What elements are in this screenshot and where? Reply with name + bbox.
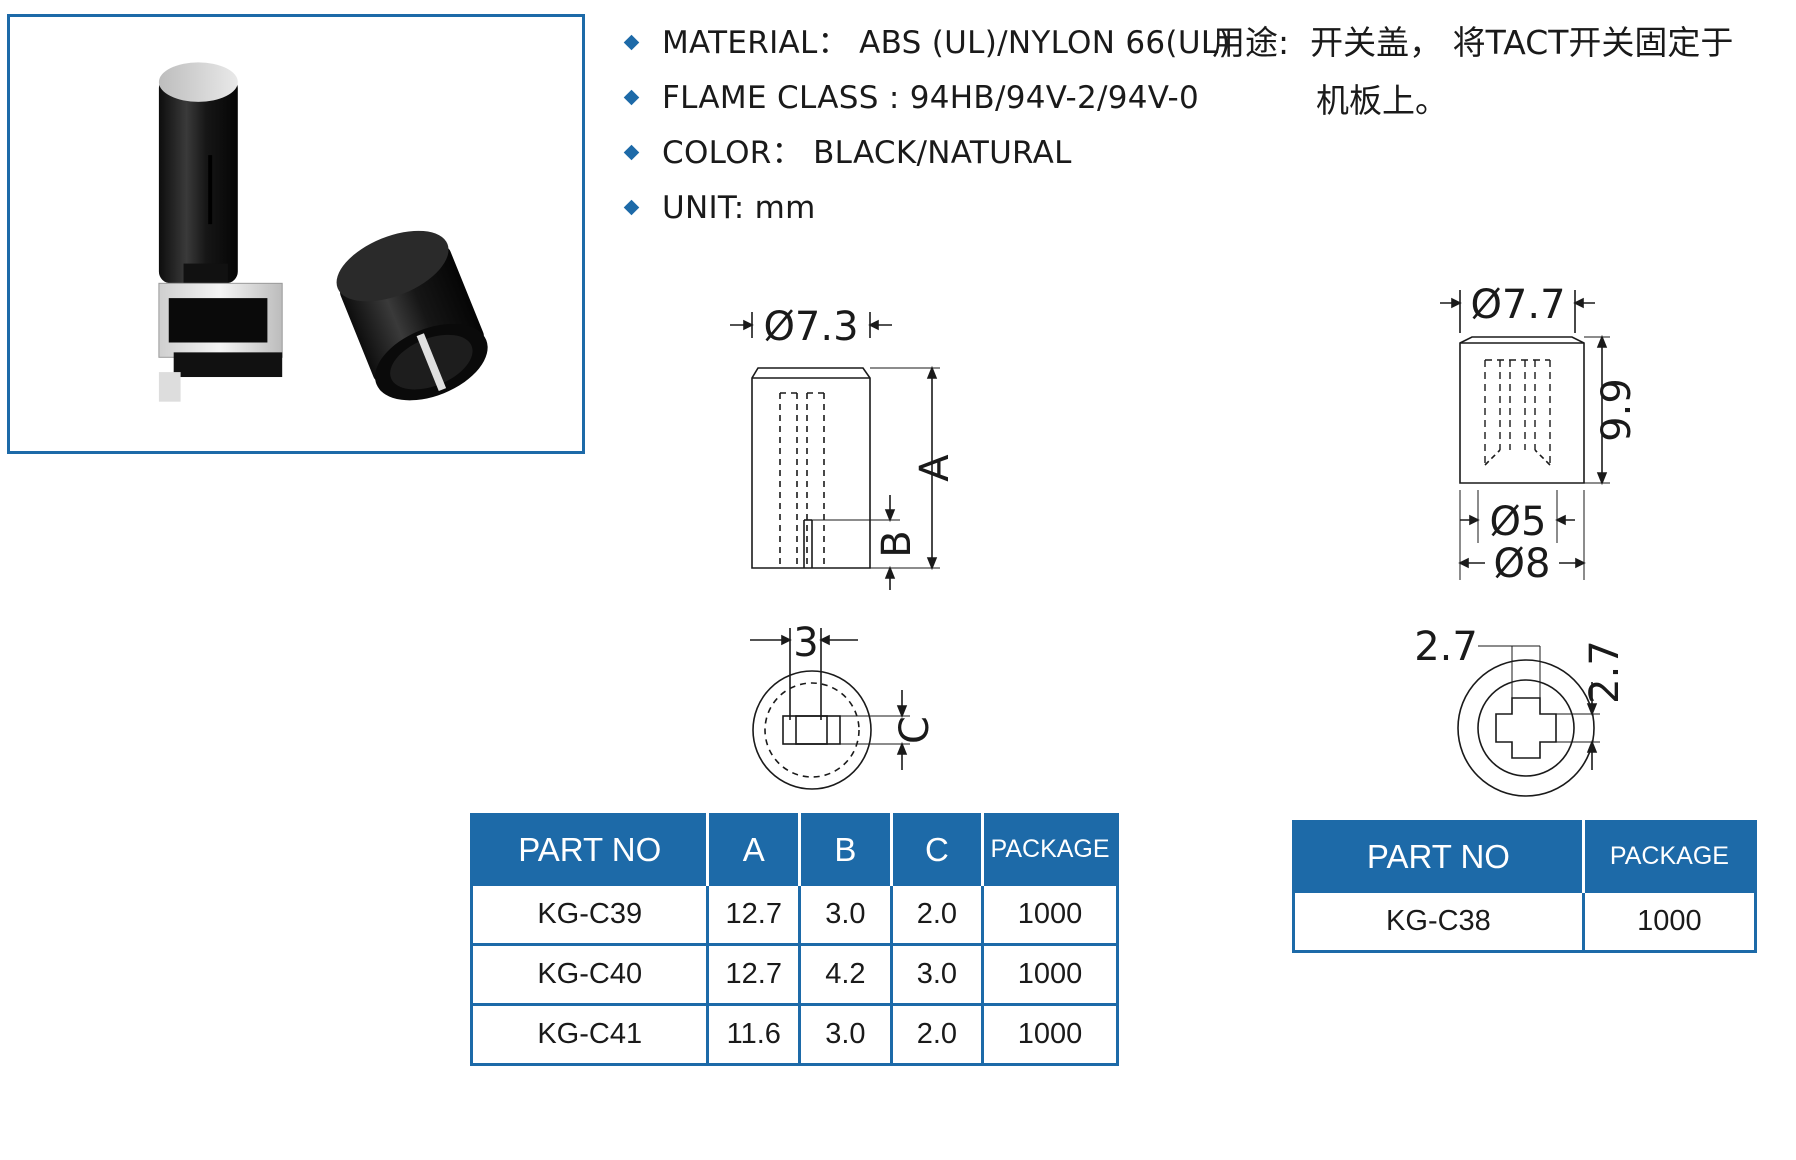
dim-b-label: B: [874, 530, 920, 557]
spec-unit: UNIT: mm: [620, 185, 1231, 240]
spec-label: COLOR：: [662, 135, 803, 171]
dim-top-diameter-label: Ø7.7: [1470, 282, 1565, 328]
bullet-icon: [623, 89, 640, 106]
dim-cross-width-label: 2.7: [1414, 624, 1478, 670]
product-photo: [7, 14, 585, 454]
cell-a: 12.7: [706, 943, 802, 1006]
table-row: KG-C39 12.7 3.0 2.0 1000: [469, 883, 1119, 946]
spec-label: FLAME CLASS :: [662, 80, 900, 116]
spec-value: mm: [754, 190, 816, 226]
dim-inner-diameter-label: Ø5: [1490, 499, 1547, 545]
cell-package: 1000: [981, 943, 1119, 1006]
drawing-bottom-left: 3 C: [730, 620, 960, 800]
cell-a: 11.6: [706, 1003, 802, 1066]
drawing-bottom-right: 2.7 2.7: [1400, 620, 1660, 800]
bullet-icon: [623, 144, 640, 161]
dim-cross-height-label: 2.7: [1582, 640, 1628, 704]
header-b: B: [799, 814, 893, 885]
table-header-row: PART NO PACKAGE: [1293, 821, 1756, 892]
cell-part-no: KG-C40: [469, 943, 710, 1006]
dim-outer-diameter-label: Ø8: [1494, 541, 1551, 587]
table-row: KG-C40 12.7 4.2 3.0 1000: [469, 943, 1119, 1006]
spec-value: 94HB/94V-2/94V-0: [909, 80, 1199, 116]
header-package: PACKAGE: [1583, 821, 1756, 892]
cell-c: 3.0: [889, 943, 985, 1006]
spec-material: MATERIAL： ABS (UL)/NYLON 66(UL): [620, 20, 1231, 75]
spec-label: MATERIAL：: [662, 25, 849, 61]
cell-b: 4.2: [798, 943, 893, 1006]
drawing-side-right: Ø7.7 9.9 Ø5 Ø8: [1430, 275, 1650, 595]
part-table-right: PART NO PACKAGE KG-C38 1000: [1292, 820, 1758, 953]
cell-c: 2.0: [889, 1003, 985, 1066]
switch-pin-shape: [158, 372, 181, 402]
switch-cap-photo: [158, 62, 488, 402]
cell-package: 1000: [1581, 890, 1758, 953]
usage-label: 用途:: [1212, 23, 1290, 62]
cap-slot-shape: [208, 155, 213, 225]
drawing-side-left: Ø7.3 A B: [700, 290, 1000, 610]
dim-slot-width-label: 3: [793, 620, 818, 666]
cap-top-shape: [158, 62, 238, 102]
spec-value: ABS (UL)/NYLON 66(UL): [859, 25, 1231, 61]
bullet-icon: [623, 34, 640, 51]
dim-c-label: C: [892, 716, 938, 744]
spec-color: COLOR： BLACK/NATURAL: [620, 130, 1231, 185]
spec-label: UNIT:: [662, 190, 745, 226]
cell-b: 3.0: [798, 1003, 893, 1066]
usage-line-2: 机板上。: [1316, 81, 1448, 120]
usage-line-1: 开关盖， 将TACT开关固定于: [1310, 23, 1734, 62]
header-part-no: PART NO: [1293, 821, 1585, 892]
header-package: PACKAGE: [982, 814, 1118, 885]
loose-cap-shape: [336, 230, 488, 401]
cell-package: 1000: [981, 1003, 1119, 1066]
cell-b: 3.0: [798, 883, 893, 946]
cell-part-no: KG-C39: [469, 883, 710, 946]
cell-part-no: KG-C41: [469, 1003, 710, 1066]
header-c: C: [891, 814, 985, 885]
usage-note: 用途: 开关盖， 将TACT开关固定于 机板上。: [1212, 20, 1734, 120]
bullet-icon: [623, 199, 640, 216]
table-row: KG-C41 11.6 3.0 2.0 1000: [469, 1003, 1119, 1066]
spec-value: BLACK/NATURAL: [813, 135, 1072, 171]
dim-a-label: A: [912, 454, 958, 482]
cell-part-no: KG-C38: [1292, 890, 1585, 953]
table-row: KG-C38 1000: [1292, 890, 1758, 953]
header-a: A: [707, 814, 802, 885]
dim-height-label: 9.9: [1594, 378, 1640, 442]
table-header-row: PART NO A B C PACKAGE: [471, 814, 1118, 885]
cell-package: 1000: [981, 883, 1119, 946]
cell-a: 12.7: [706, 883, 802, 946]
cap-body-shape: [158, 76, 238, 284]
switch-base-shape: [168, 298, 268, 343]
spec-flame-class: FLAME CLASS : 94HB/94V-2/94V-0: [620, 75, 1231, 130]
header-part-no: PART NO: [471, 814, 710, 885]
dim-diameter-label: Ø7.3: [763, 304, 858, 350]
spec-list: MATERIAL： ABS (UL)/NYLON 66(UL) FLAME CL…: [620, 20, 1231, 240]
cell-c: 2.0: [889, 883, 985, 946]
part-table-left: PART NO A B C PACKAGE KG-C39 12.7 3.0 2.…: [469, 813, 1119, 1066]
switch-leg-shape: [173, 352, 283, 378]
